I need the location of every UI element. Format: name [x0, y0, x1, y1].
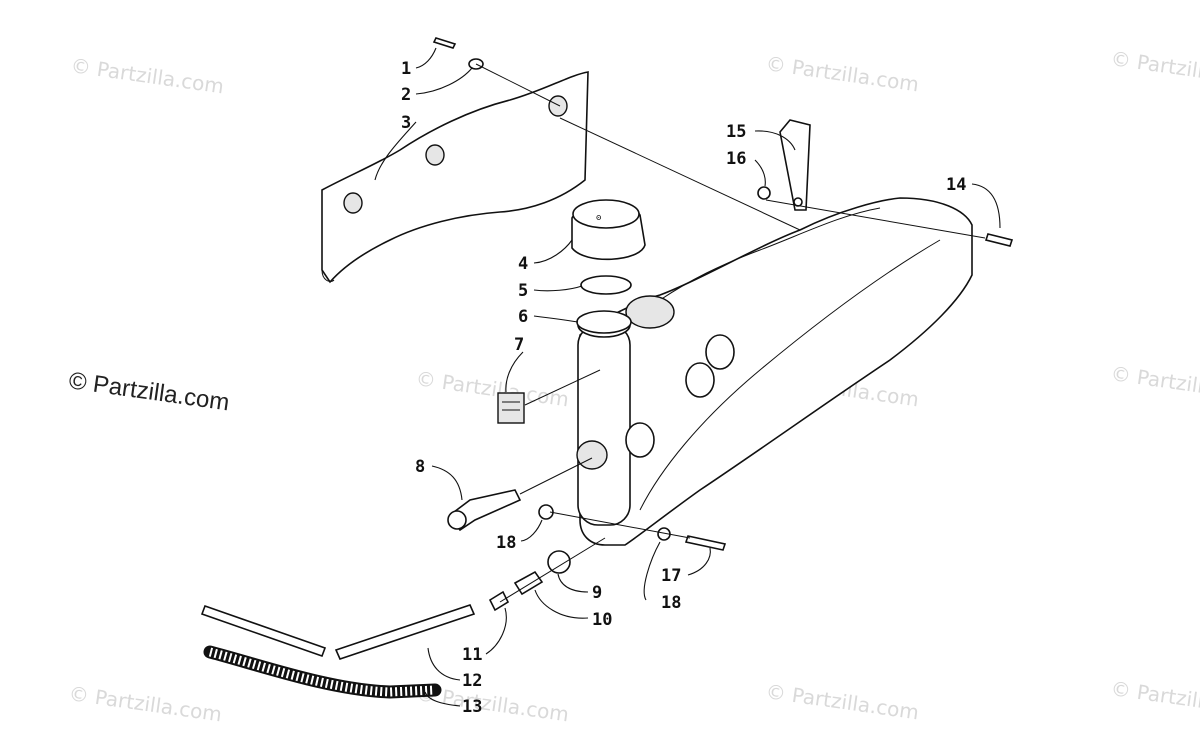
watermark: © Partzilla.com: [1109, 46, 1200, 91]
watermark: © Partzilla.com: [67, 681, 223, 726]
callout-18b: 18: [661, 593, 681, 613]
assembly-line: [765, 199, 986, 239]
fuel-line: [200, 604, 327, 658]
watermark: © Partzilla.com: [69, 53, 225, 98]
callout-15: 15: [726, 122, 746, 142]
leader-lines: [374, 47, 1001, 707]
bolt-17: [684, 535, 727, 551]
assembly-line: [549, 511, 691, 539]
callout-2: 2: [401, 85, 411, 105]
callout-9: 9: [592, 583, 602, 603]
tank-neck: [576, 310, 632, 334]
callout-labels: 1 2 3 4 5 6 7 8 18 9 10 11 12 13 14 15 1…: [401, 59, 966, 717]
gasket: [580, 275, 632, 295]
watermark: © Partzilla.com: [764, 679, 920, 724]
callout-3: 3: [401, 113, 411, 133]
callout-16: 16: [726, 149, 746, 169]
assembly-line: [559, 117, 801, 231]
clamp: [488, 590, 510, 612]
bolt-14: [984, 233, 1014, 247]
callout-17: 17: [661, 566, 681, 586]
callout-10: 10: [592, 610, 612, 630]
fuel-cap: ʘ: [571, 199, 646, 261]
fuel-valve: [447, 489, 522, 532]
watermark: © Partzilla.com: [1109, 676, 1200, 721]
strap: [779, 119, 811, 211]
callout-11: 11: [462, 645, 482, 665]
assembly-line: [524, 369, 601, 406]
grommet: [547, 550, 571, 574]
cap-marking: ʘ: [596, 213, 601, 223]
bolt-1: [432, 37, 457, 49]
watermark: © Partzilla.com: [1109, 361, 1200, 406]
callout-18a: 18: [496, 533, 516, 553]
assembly-line: [499, 537, 606, 603]
watermark: © Partzilla.com: [764, 51, 920, 96]
decal: [497, 392, 525, 424]
assembly-line: [519, 457, 593, 495]
callout-1: 1: [401, 59, 411, 79]
callout-4: 4: [518, 254, 528, 274]
callout-13: 13: [462, 697, 482, 717]
callout-5: 5: [518, 281, 528, 301]
callout-8: 8: [415, 457, 425, 477]
callout-6: 6: [518, 307, 528, 327]
callout-7: 7: [514, 335, 524, 355]
callout-14: 14: [946, 175, 966, 195]
nut-18-upper: [538, 504, 554, 520]
assembly-line: [475, 63, 561, 107]
fuel-line-2: [334, 604, 476, 660]
spiral-wrap: [203, 645, 442, 699]
washer-16: [757, 186, 771, 200]
watermark: © Partzilla.com: [414, 366, 570, 411]
heat-shield: [321, 71, 589, 284]
watermark-main: © Partzilla.com: [67, 367, 231, 416]
callout-12: 12: [462, 671, 482, 691]
